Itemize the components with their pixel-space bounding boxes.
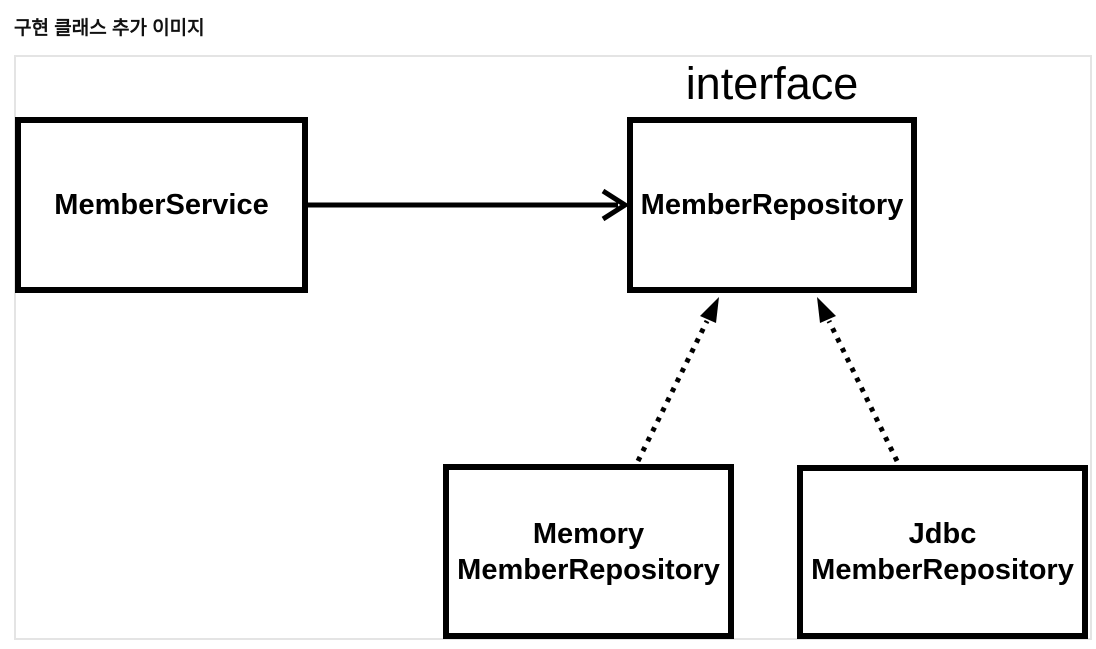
- node-member-service: MemberService: [15, 117, 308, 293]
- page-title: 구현 클래스 추가 이미지: [14, 18, 205, 39]
- node-jdbc-member-repository: Jdbc MemberRepository: [797, 465, 1088, 639]
- node-member-repository: MemberRepository: [627, 117, 917, 293]
- node-member-service-label: MemberService: [54, 189, 269, 221]
- node-jdbc-member-repository-line1: Jdbc: [908, 518, 977, 550]
- interface-stereotype-label: interface: [685, 58, 859, 109]
- node-jdbc-member-repository-line2: MemberRepository: [811, 554, 1074, 586]
- node-member-repository-label: MemberRepository: [640, 189, 904, 221]
- node-memory-member-repository: Memory MemberRepository: [443, 464, 734, 639]
- node-memory-member-repository-line2: MemberRepository: [457, 553, 720, 586]
- node-memory-member-repository-line1: Memory: [532, 517, 645, 550]
